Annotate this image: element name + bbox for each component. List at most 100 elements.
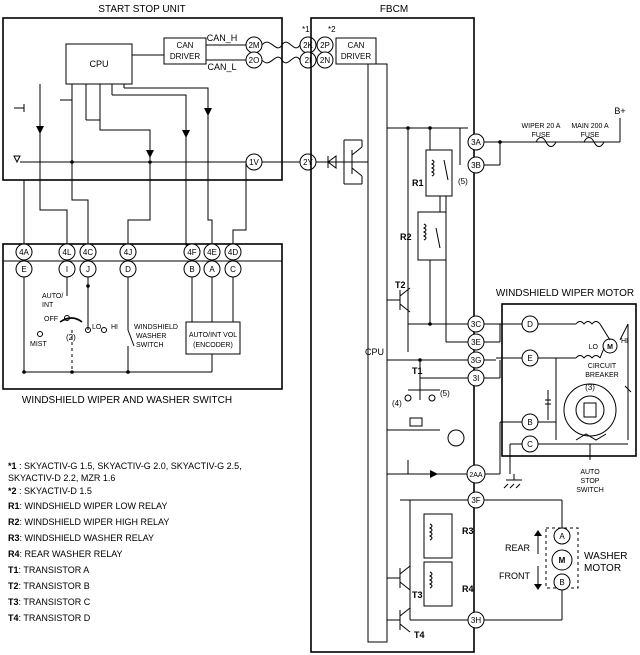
battery-label: B+ [614,106,625,116]
transistor-t1-label: T1 [412,366,423,376]
start-stop-cpu-label: CPU [89,59,108,69]
switch-terminal-4F: 4F [183,243,201,261]
ground-wiring [485,421,522,489]
legend-line-9: T2: TRANSISTOR B [8,581,90,591]
terminal-2K: 2K [299,36,317,54]
svg-text:A: A [559,532,565,541]
wiper-motor-title: WINDSHIELD WIPER MOTOR [496,288,634,299]
circuit-breaker-label-2: BREAKER [585,372,618,379]
switch-pin-I: I [58,260,76,278]
fbcm-internal-wiring [316,126,468,633]
washer-terminal-A: A [553,527,571,545]
circuit-breaker-label-1: CIRCUIT [588,363,617,370]
svg-text:CAN_L: CAN_L [207,62,236,72]
switch-terminal-4E: 4E [203,243,221,261]
svg-text:CAN: CAN [348,41,365,50]
switch-terminal-4A: 4A [15,243,33,261]
auto-stop-switch-label-1: AUTO [580,469,600,476]
legend-line-7: R4: REAR WASHER RELAY [8,549,123,559]
terminal-2M: 2M [245,36,263,54]
start-stop-unit-title: START STOP UNIT [98,4,185,15]
relay-r1-label: R1 [412,178,424,188]
svg-text:*1: *1 [302,25,310,34]
svg-text:B: B [527,418,532,427]
legend-line-1: *1 : SKYACTIV-G 1.5, SKYACTIV-G 2.0, SKY… [8,461,242,471]
svg-text:DRIVER: DRIVER [341,52,371,61]
switch-auto-label: AUTO/ [42,293,63,300]
svg-text:4J: 4J [124,248,132,257]
svg-text:C: C [527,440,533,449]
terminal-2N: 2N [316,51,334,69]
motor-hi-label: HI [621,338,628,345]
can-driver-label-1: CAN [177,41,194,50]
svg-text:E: E [21,265,26,274]
legend-line-8: T1: TRANSISTOR A [8,565,89,575]
legend-line-5: R2: WINDSHIELD WIPER HIGH RELAY [8,517,169,527]
relay-r2-label: R2 [400,232,412,242]
motor-m-label: M [607,344,613,351]
svg-text:3B: 3B [471,161,481,170]
power-supply-wiring [484,118,621,166]
svg-text:4A: 4A [19,248,29,257]
svg-text:4E: 4E [207,248,217,257]
terminal-1V: 1V [245,153,263,171]
switch-pin-J: J [79,260,97,278]
legend-line-2: SKYACTIV-D 2.2, MZR 1.6 [8,473,115,483]
note-3: (3) [585,383,595,392]
motor-terminal-E: E [521,349,539,367]
legend: *1 : SKYACTIV-G 1.5, SKYACTIV-G 2.0, SKY… [8,461,242,623]
svg-text:I: I [66,265,68,274]
svg-text:2P: 2P [320,41,330,50]
washer-motor [484,499,579,621]
terminal-3G: 3G [467,351,485,369]
start-stop-unit-box [2,17,283,181]
svg-text:3I: 3I [473,374,480,383]
switch-terminal-4C: 4C [79,243,97,261]
switch-harness [23,162,247,246]
main-fuse-label-1: MAIN 200 A [571,123,609,130]
svg-text:4D: 4D [228,248,238,257]
switch-pin-A: A [203,260,221,278]
terminal-2AA: 2AA [466,464,486,484]
svg-text:4F: 4F [187,248,196,257]
terminal-3B: 3B [467,156,485,174]
svg-text:2Y: 2Y [303,158,313,167]
svg-text:D: D [527,320,533,329]
svg-text:3E: 3E [471,338,481,347]
transistor-t4-label: T4 [414,630,425,640]
switch-off-label: OFF [44,316,58,323]
note-2: (2) [66,333,76,342]
svg-text:4L: 4L [63,248,72,257]
note-5-b: (5) [440,389,450,398]
legend-line-11: T4: TRANSISTOR D [8,613,91,623]
svg-text:J: J [86,265,90,274]
washer-switch-label-1: WINDSHIELD [134,324,178,331]
note-4: (4) [392,399,402,408]
can-driver-label-2: DRIVER [170,52,200,61]
start-stop-can-driver [163,37,207,65]
switch-lo-label: LO [92,324,102,331]
svg-text:1V: 1V [249,158,259,167]
svg-text:B: B [189,265,194,274]
transistor-t3-label: T3 [412,590,423,600]
auto-stop-switch-label-2: STOP [581,478,600,485]
washer-m-label: M [559,556,566,565]
switch-pin-C: C [224,260,242,278]
svg-text:B: B [559,578,564,587]
main-fuse-symbol [583,137,605,147]
motor-terminal-D: D [521,315,539,333]
wiper-washer-switch-title: WINDSHIELD WIPER AND WASHER SWITCH [22,395,232,406]
washer-motor-label-2: MOTOR [584,563,621,574]
wiper-washer-switch-box [2,243,283,390]
svg-text:3C: 3C [471,320,481,329]
switch-internal-wiring [22,277,241,374]
main-fuse-label-2: FUSE [581,132,600,139]
svg-text:2I: 2I [305,56,312,65]
front-label: FRONT [499,571,530,581]
terminal-3H: 3H [467,611,485,629]
auto-int-vol-label-2: (ENCODER) [193,342,233,349]
switch-pin-B: B [183,260,201,278]
terminal-3F: 3F [467,491,485,509]
fbcm-cpu-label: CPU [365,347,384,357]
